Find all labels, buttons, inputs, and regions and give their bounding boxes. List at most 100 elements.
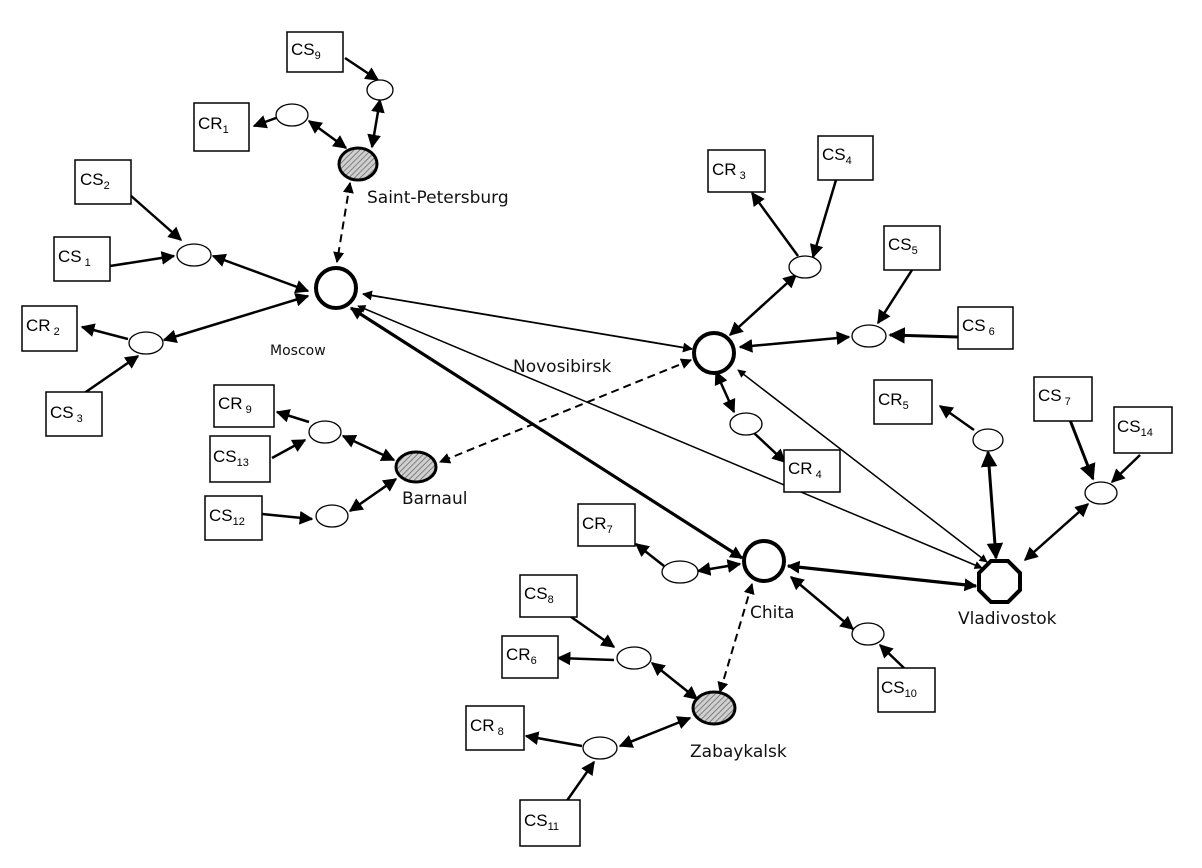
svg-text:CS6: CS6 bbox=[962, 316, 995, 338]
link-novosibirsk-barnaul bbox=[438, 358, 693, 464]
svg-text:CS2: CS2 bbox=[80, 170, 110, 192]
svg-text:CS11: CS11 bbox=[524, 811, 559, 833]
city-node-spb bbox=[337, 146, 379, 182]
link-cs12-junction bbox=[261, 510, 314, 525]
station-box-cr1: CR1 bbox=[193, 102, 250, 152]
link-novosibirsk-junction-bottom bbox=[714, 370, 736, 414]
svg-text:CS8: CS8 bbox=[524, 584, 554, 606]
svg-text:CS5: CS5 bbox=[888, 235, 918, 257]
city-label-chita: Chita bbox=[750, 603, 794, 623]
link-cs10-junction bbox=[879, 644, 905, 669]
junction-node bbox=[1084, 481, 1118, 505]
link-cs13-junction bbox=[271, 438, 307, 460]
link-junction-cr6 bbox=[556, 651, 615, 666]
svg-text:CR8: CR8 bbox=[470, 716, 504, 738]
link-junction-novosibirsk-right bbox=[738, 331, 851, 353]
link-junction-cr1 bbox=[252, 115, 277, 129]
link-junction-moscow-bottom bbox=[162, 293, 310, 343]
station-box-cr6: CR6 bbox=[501, 635, 559, 679]
svg-text:CS10: CS10 bbox=[881, 678, 917, 700]
link-cs3-junction bbox=[79, 354, 140, 398]
link-chita-zabaykalsk bbox=[717, 582, 755, 694]
junction-node bbox=[616, 646, 652, 670]
station-box-cs12: CS12 bbox=[204, 495, 263, 541]
svg-text:CS9: CS9 bbox=[291, 40, 321, 62]
link-junction-novosibirsk-top bbox=[728, 274, 798, 336]
link-cs5-junction bbox=[876, 269, 914, 325]
station-box-cs8: CS8 bbox=[519, 574, 578, 618]
link-spb-junction-top bbox=[367, 98, 385, 149]
link-junction-moscow-top bbox=[211, 253, 310, 294]
svg-text:CS3: CS3 bbox=[50, 403, 83, 425]
junction-node bbox=[972, 428, 1004, 452]
junction-node bbox=[128, 331, 164, 355]
junction-node bbox=[275, 103, 309, 127]
link-cs8-junction bbox=[563, 610, 616, 649]
svg-text:CR2: CR2 bbox=[26, 316, 60, 338]
station-box-cs9: CS9 bbox=[286, 31, 344, 73]
svg-text:CR1: CR1 bbox=[198, 114, 229, 136]
city-node-zabaykalsk bbox=[691, 690, 737, 726]
city-label-moscow: Moscow bbox=[270, 343, 326, 359]
station-box-cr7: CR7 bbox=[577, 503, 636, 547]
city-label-spb: Saint-Petersburg bbox=[367, 188, 509, 208]
city-labels: Moscow Novosibirsk Chita Vladivostok Sai… bbox=[270, 188, 1057, 762]
link-junction-vladivostok-left bbox=[980, 450, 1004, 560]
station-box-cr5: CR5 bbox=[873, 379, 933, 425]
svg-text:CR9: CR9 bbox=[218, 394, 252, 416]
svg-text:CS7: CS7 bbox=[1038, 386, 1071, 408]
link-novosibirsk-vladivostok bbox=[737, 369, 988, 563]
junction-node bbox=[176, 243, 212, 267]
link-junction-cr5 bbox=[938, 404, 975, 432]
link-junction-barnaul-top bbox=[341, 434, 396, 462]
svg-text:CS13: CS13 bbox=[213, 447, 249, 469]
link-moscow-novosibirsk bbox=[362, 290, 693, 353]
link-cs11-junction bbox=[564, 760, 596, 803]
link-cs14-junction bbox=[1111, 454, 1141, 483]
city-node-chita bbox=[742, 539, 786, 583]
link-junction-zabaykalsk-bottom bbox=[618, 716, 692, 748]
city-nodes bbox=[314, 146, 1022, 726]
link-cs2-junction bbox=[129, 194, 183, 241]
junction-node bbox=[661, 560, 699, 584]
link-junction-vladivostok-right bbox=[1023, 503, 1090, 561]
junction-node bbox=[851, 622, 885, 646]
svg-text:CR6: CR6 bbox=[506, 645, 537, 667]
link-cs4-junction bbox=[809, 179, 838, 259]
city-label-barnaul: Barnaul bbox=[402, 489, 467, 509]
svg-text:CS4: CS4 bbox=[822, 145, 852, 167]
connections bbox=[79, 56, 1141, 803]
city-node-barnaul bbox=[394, 450, 438, 484]
junction-node bbox=[729, 412, 763, 436]
city-label-zabaykalsk: Zabaykalsk bbox=[690, 742, 787, 762]
station-box-cs14: CS14 bbox=[1113, 406, 1173, 454]
svg-text:CS1: CS1 bbox=[58, 247, 91, 269]
link-junction-cr8 bbox=[524, 731, 583, 748]
city-node-novosibirsk bbox=[692, 331, 736, 375]
link-cs6-junction bbox=[888, 327, 959, 344]
link-junction-cr7 bbox=[634, 543, 665, 567]
link-cs1-junction bbox=[109, 251, 176, 268]
link-cs9-junction bbox=[344, 56, 380, 82]
link-moscow-chita bbox=[349, 306, 744, 560]
svg-text:CR5: CR5 bbox=[878, 390, 909, 412]
station-box-cs5: CS5 bbox=[883, 225, 941, 271]
city-label-novosibirsk: Novosibirsk bbox=[513, 357, 612, 377]
link-junction-cr4 bbox=[753, 432, 787, 463]
link-chita-junction-right bbox=[789, 576, 855, 630]
city-node-moscow bbox=[314, 266, 358, 310]
link-junction-cr2 bbox=[80, 323, 129, 341]
link-spb-junction-left bbox=[307, 119, 348, 150]
junction-nodes bbox=[128, 79, 1118, 760]
junction-node bbox=[851, 324, 887, 348]
